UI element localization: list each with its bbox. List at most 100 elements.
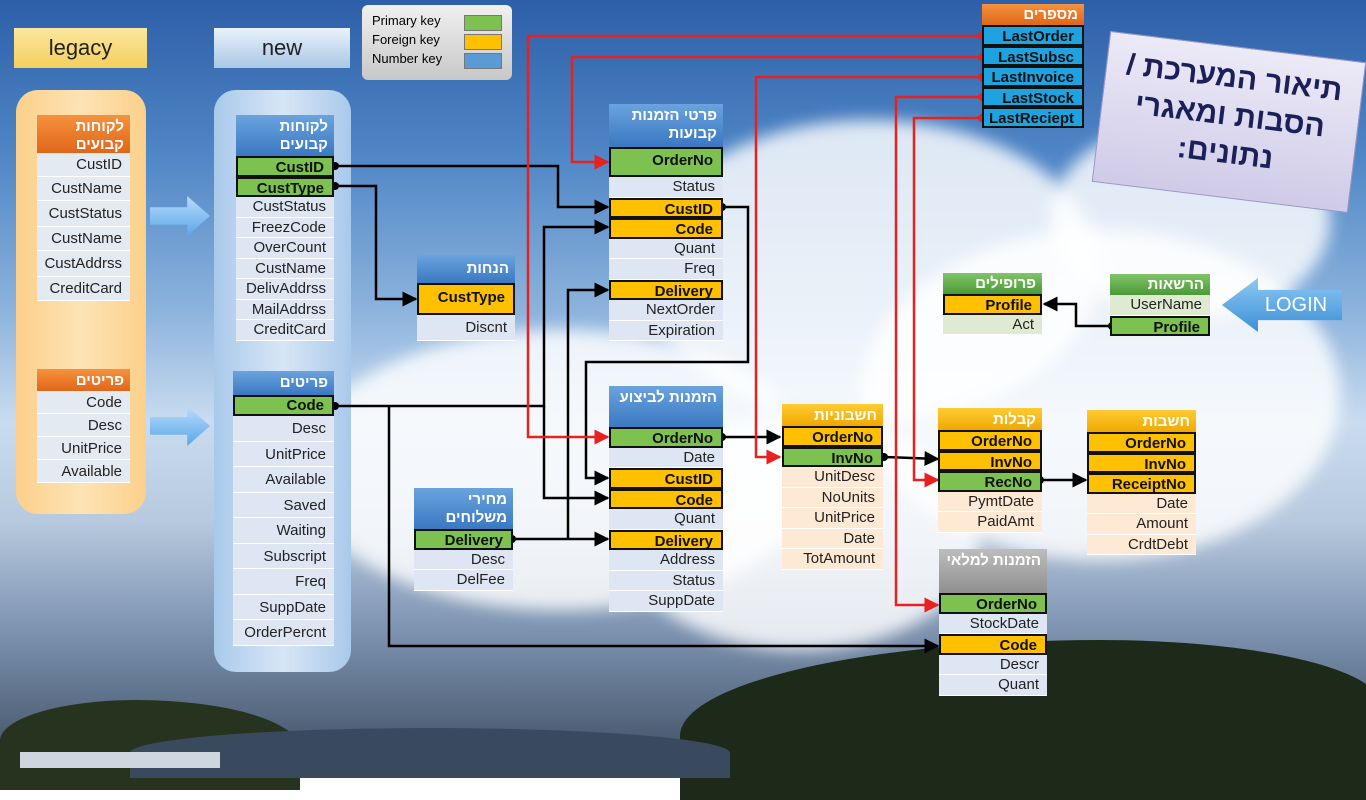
table-title: הרשאות: [1110, 274, 1210, 295]
table-title: קבלות: [938, 408, 1042, 430]
new-label: new: [214, 28, 350, 68]
field: Code: [37, 391, 130, 414]
field: UnitPrice: [233, 442, 334, 467]
table-title: פריטים: [233, 371, 334, 395]
field: CrdtDebt: [1087, 534, 1196, 555]
legacy-label: legacy: [14, 28, 147, 68]
field: UnitDesc: [782, 467, 883, 488]
link-lastinvoice-invoices: [754, 75, 982, 465]
field-fk: InvNo: [938, 450, 1042, 471]
field-fk: OrderNo: [1087, 432, 1196, 453]
field: Quant: [939, 675, 1047, 696]
link-lastorder-orders: [526, 34, 982, 445]
field: Discnt: [417, 315, 515, 341]
legend-number-swatch: [464, 53, 502, 69]
legend-primary-label: Primary key: [372, 13, 441, 28]
field: UnitPrice: [37, 437, 130, 460]
field-number-key: LastInvoice: [982, 66, 1084, 87]
field: NoUnits: [782, 487, 883, 508]
field: NextOrder: [609, 300, 723, 321]
legend-primary-swatch: [464, 15, 502, 31]
link-code-stock: [387, 406, 940, 654]
legacy-items-table: פריטים Code Desc UnitPrice Available: [37, 369, 130, 483]
link-lastsubsc-subscriptions: [570, 55, 982, 170]
customers-table: לקוחות קבועים CustID CustType CustStatus…: [236, 115, 334, 341]
table-title: הזמנות למלאי: [939, 549, 1047, 593]
building-roof: [20, 752, 220, 768]
field: UserName: [1110, 295, 1210, 316]
field-fk: Code: [939, 634, 1047, 655]
field: SuppDate: [233, 595, 334, 620]
legend-foreign-label: Foreign key: [372, 32, 440, 47]
field: Act: [943, 314, 1042, 335]
discounts-table: הנחות CustType Discnt: [417, 255, 515, 341]
items-table: פריטים Code Desc UnitPrice Available Sav…: [233, 371, 334, 646]
field: Address: [609, 550, 723, 571]
field: Status: [609, 177, 723, 198]
field: Quant: [609, 509, 723, 530]
field: Date: [1087, 493, 1196, 514]
field: Desc: [233, 416, 334, 442]
field: CustAddrss: [37, 251, 130, 277]
table-title: פריטים: [37, 369, 130, 391]
field: Waiting: [233, 518, 334, 544]
link-code-subscriptions: [335, 219, 610, 408]
field: CreditCard: [37, 277, 130, 301]
link-code-orders: [542, 406, 610, 506]
field: CreditCard: [236, 320, 334, 341]
field: Available: [37, 460, 130, 483]
numbers-table: מספרים LastOrder LastSubsc LastInvoice L…: [982, 4, 1084, 128]
field: Expiration: [609, 320, 723, 341]
field-fk: Delivery: [609, 529, 723, 550]
table-title: הזמנות לביצוע: [609, 386, 723, 427]
field-fk: Profile: [943, 294, 1042, 315]
field-fk: OrderNo: [782, 426, 883, 447]
link-laststock-stock: [894, 95, 982, 613]
orders-table: הזמנות לביצוע OrderNo Date CustID Code Q…: [609, 386, 723, 612]
receipts-table: קבלות OrderNo InvNo RecNo PymtDate PaidA…: [938, 408, 1042, 533]
field: Available: [233, 467, 334, 493]
table-title: פרטי הזמנות קבועות: [609, 104, 723, 147]
migrate-arrow-customers: [150, 196, 210, 236]
table-title: חשבות: [1087, 410, 1196, 432]
link-custtype-discounts: [335, 184, 418, 307]
link-lastreciept-receipts: [912, 116, 982, 488]
field-fk: OrderNo: [938, 430, 1042, 451]
field: TotAmount: [782, 549, 883, 570]
field: OrderPercnt: [233, 620, 334, 646]
profiles-table: פרופילים Profile Act: [943, 273, 1042, 335]
field-pk: OrderNo: [939, 593, 1047, 614]
field: Date: [609, 447, 723, 468]
field-number-key: LastSubsc: [982, 45, 1084, 66]
field-fk: Delivery: [609, 279, 723, 300]
field-pk: CustType: [236, 176, 334, 197]
field-fk: Code: [609, 488, 723, 509]
link-delivery-subscriptions: [566, 282, 610, 539]
field-pk: Profile: [1110, 315, 1210, 336]
field: Date: [782, 528, 883, 549]
field-fk: CustType: [417, 283, 515, 315]
field: CustID: [37, 153, 130, 177]
subscriptions-table: פרטי הזמנות קבועות OrderNo Status CustID…: [609, 104, 723, 341]
relationship-lines: [331, 32, 1116, 654]
field: SuppDate: [609, 591, 723, 612]
field: StockDate: [939, 613, 1047, 634]
field-fk: CustID: [609, 197, 723, 218]
field: DelivAddrss: [236, 279, 334, 300]
field: Status: [609, 570, 723, 591]
field-pk: OrderNo: [609, 147, 723, 177]
field-fk: Code: [609, 218, 723, 239]
invoices-table: חשבוניות OrderNo InvNo UnitDesc NoUnits …: [782, 404, 883, 570]
field-fk: InvNo: [1087, 452, 1196, 473]
link-invno-receipts: [883, 451, 940, 466]
field: CustStatus: [37, 201, 130, 227]
login-button[interactable]: LOGIN: [1222, 278, 1342, 332]
table-title: חשבוניות: [782, 404, 883, 426]
field: DelFee: [414, 570, 513, 591]
shipping-table: מחירי משלוחים Delivery Desc DelFee: [414, 488, 513, 591]
field-pk: CustID: [236, 156, 334, 177]
field-pk: InvNo: [782, 446, 883, 467]
field: Amount: [1087, 514, 1196, 535]
field-fk: ReceiptNo: [1087, 473, 1196, 494]
permissions-table: הרשאות UserName Profile: [1110, 274, 1210, 336]
